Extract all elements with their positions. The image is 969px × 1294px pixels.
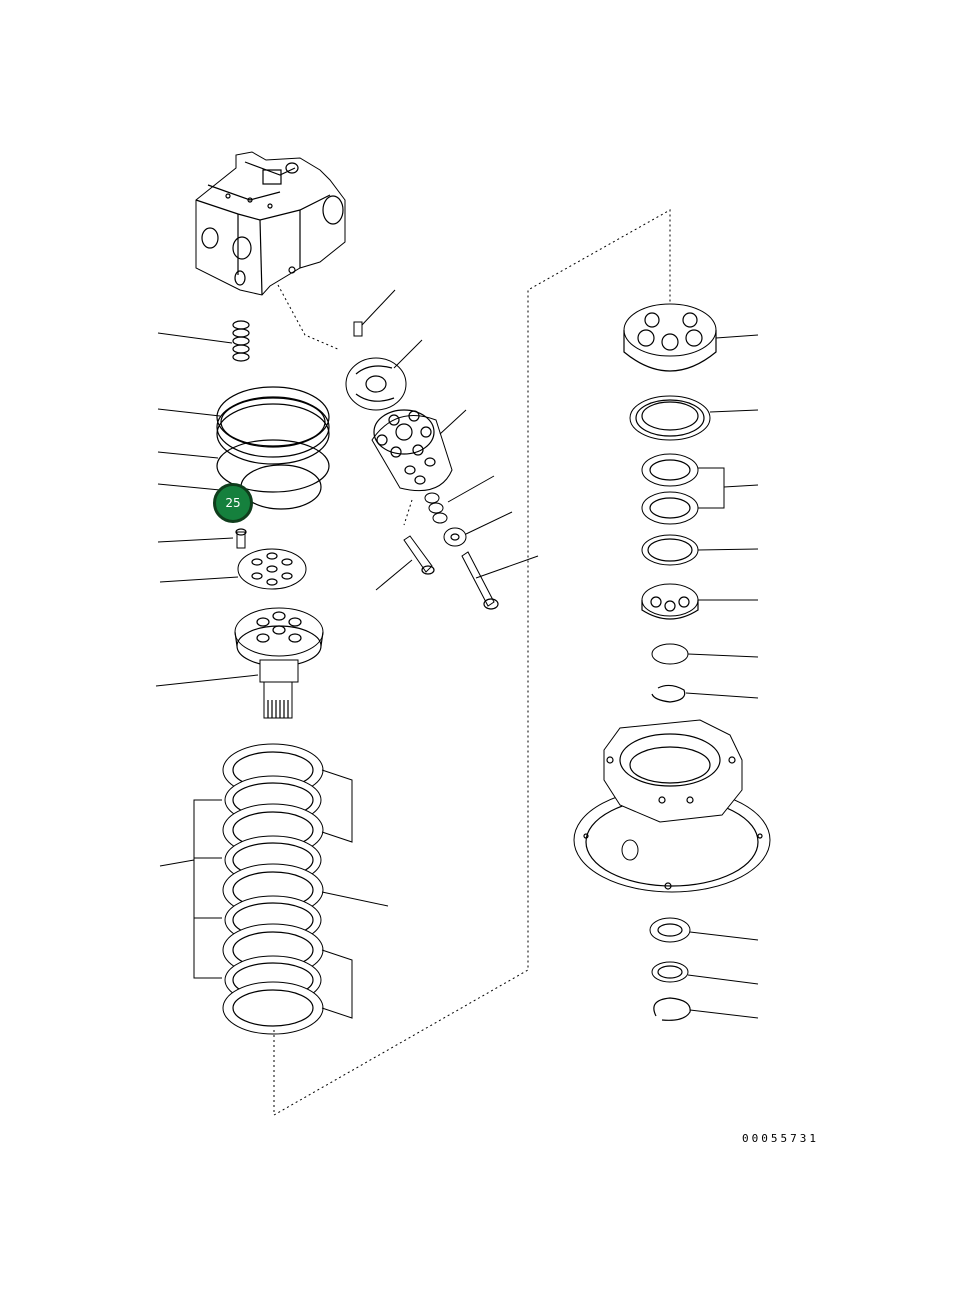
spring xyxy=(232,320,250,362)
retaining-ring xyxy=(653,997,691,1021)
washer xyxy=(443,527,467,547)
circlip xyxy=(651,684,686,703)
brake-disc-stack xyxy=(222,743,324,1035)
pin xyxy=(235,528,247,549)
retainer-plate xyxy=(237,548,307,590)
roller-bearing xyxy=(623,303,717,372)
seal-ring xyxy=(216,386,330,465)
drawing-number: 00055731 xyxy=(742,1132,819,1145)
bearing-race xyxy=(629,395,711,441)
o-ring-small xyxy=(240,464,322,510)
valve-plate xyxy=(345,321,407,411)
motor-housing xyxy=(573,719,771,893)
small-spring xyxy=(424,492,448,524)
piston-left xyxy=(403,535,435,575)
lock-washer xyxy=(651,961,689,983)
cylinder-block xyxy=(371,409,453,492)
ring xyxy=(651,643,689,665)
part-callout-badge[interactable]: 25 xyxy=(213,483,253,523)
lock-nut xyxy=(649,917,691,943)
drive-shaft xyxy=(234,607,324,719)
o-ring-large xyxy=(216,439,330,493)
shim-upper xyxy=(641,453,699,487)
needle-bearing xyxy=(641,583,699,620)
piston-right xyxy=(461,551,499,610)
valve-body xyxy=(195,151,346,296)
